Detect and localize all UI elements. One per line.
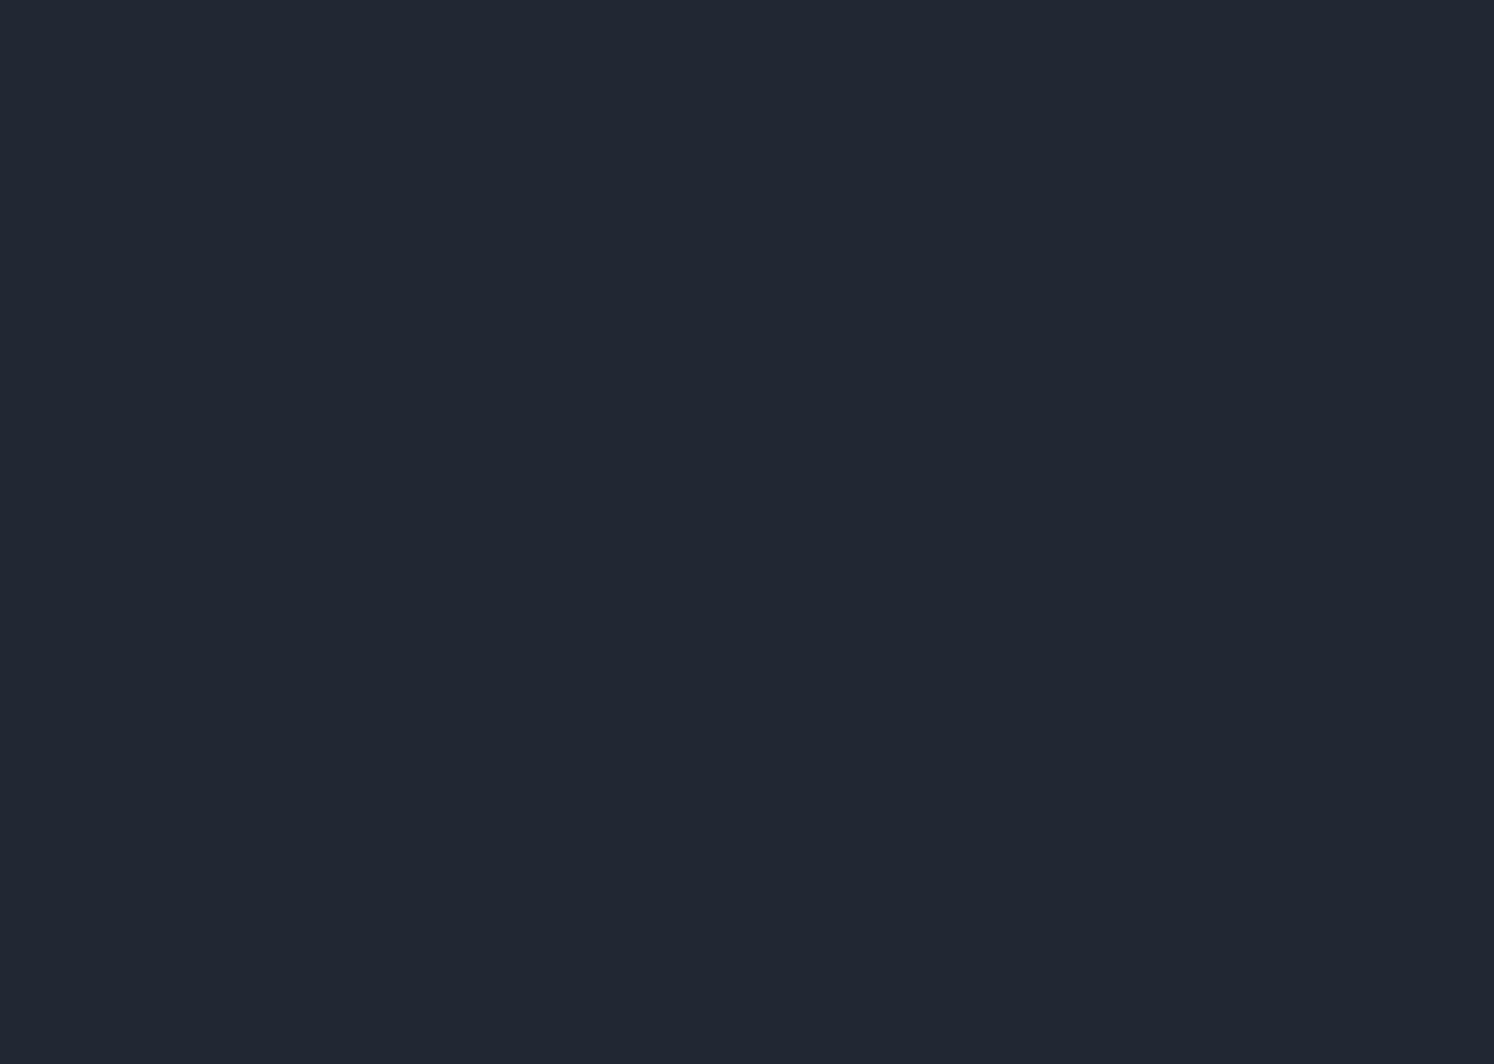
cad-canvas: [0, 0, 1494, 1064]
cad-drawing-viewport: [0, 0, 1494, 1064]
